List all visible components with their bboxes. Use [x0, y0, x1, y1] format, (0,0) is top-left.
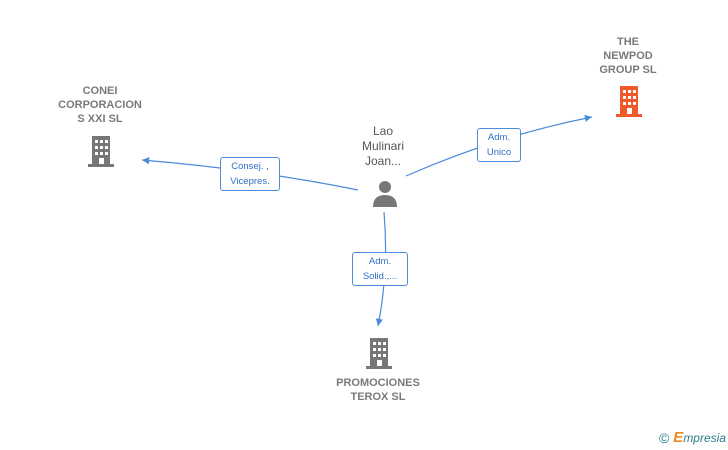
newpod-label[interactable]: THE NEWPOD GROUP SL: [599, 36, 657, 76]
promociones-label[interactable]: PROMOCIONES TEROX SL: [336, 377, 420, 403]
edge-label-newpod: Adm. Unico: [477, 128, 521, 162]
conei-building-icon[interactable]: [86, 134, 116, 168]
edge-label-promociones: Adm. Solid.,...: [352, 252, 408, 286]
person-name[interactable]: Lao Mulinari Joan...: [361, 124, 404, 168]
edge-label-conei: Consej. , Vicepres.: [220, 157, 280, 191]
empresia-logo: Empresia: [673, 429, 726, 446]
newpod-building-icon[interactable]: [614, 84, 644, 118]
conei-label[interactable]: CONEI CORPORACION S XXI SL: [58, 85, 142, 125]
person-icon[interactable]: [370, 178, 400, 208]
promociones-building-icon[interactable]: [364, 336, 394, 370]
copyright-symbol: ©: [658, 429, 670, 446]
brand-footer: © Empresia: [659, 429, 726, 446]
